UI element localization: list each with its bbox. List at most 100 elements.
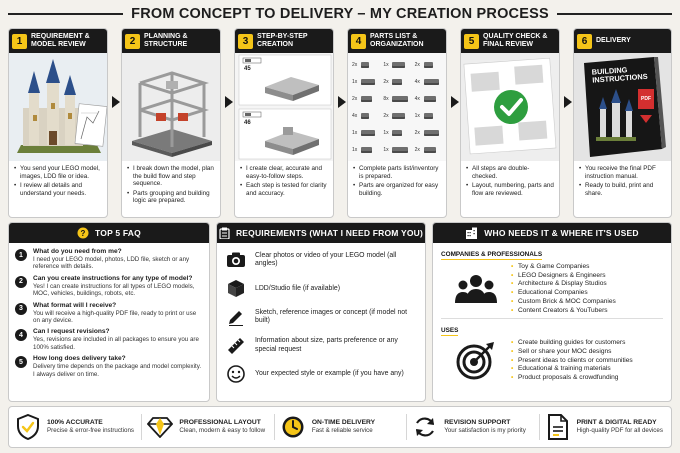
part-quantity: 2x: [414, 61, 420, 68]
feature-title: 100% ACCURATE: [47, 419, 103, 427]
uses-label: USES: [441, 327, 459, 337]
feature-item: ON-TIME DELIVERY Fast & reliable service: [273, 407, 406, 447]
company-item: Architecture & Display Studios: [511, 280, 616, 289]
step-2-card: 2 PLANNING & STRUCTURE I brea: [121, 28, 221, 218]
step-6-title: DELIVERY: [596, 37, 631, 44]
faq-answer: Delivery time depends on the package and…: [33, 363, 202, 378]
step-5-number: 5: [464, 33, 479, 49]
use-item: Product proposals & crowdfunding: [511, 374, 633, 383]
part-entry: 4x: [352, 108, 381, 124]
step-1-image: [9, 53, 107, 161]
arrow-right-icon: [338, 96, 346, 108]
part-quantity: 1x: [352, 78, 358, 85]
part-entry: 2x: [415, 125, 444, 141]
people-group-icon: [441, 273, 511, 305]
part-quantity: 1x: [414, 112, 420, 119]
title-rule-left: [8, 13, 124, 15]
feature-item: PROFESSIONAL LAYOUT Clean, modern & easy…: [141, 407, 273, 447]
question-icon: ?: [77, 227, 89, 239]
feature-subtitle: Fast & reliable service: [311, 427, 373, 435]
brick-icon: [423, 61, 433, 68]
step-1-card: 1 REQUIREMENT & MODEL REVIEW: [8, 28, 108, 218]
part-quantity: 8x: [383, 95, 389, 102]
brick-icon: [423, 129, 439, 136]
brick-icon: [392, 78, 403, 85]
part-quantity: 1x: [352, 129, 358, 136]
company-item: Custom Brick & MOC Companies: [511, 298, 616, 307]
requirements-panel: REQUIREMENTS (WHAT I NEED FROM YOU) Clea…: [216, 222, 426, 402]
faq-number: 4: [15, 329, 27, 342]
step-2-header: 2 PLANNING & STRUCTURE: [122, 29, 220, 53]
step-4-bullet: Complete parts list/inventory is prepare…: [353, 165, 441, 180]
faq-title: TOP 5 FAQ: [95, 228, 141, 238]
clock-icon: [280, 414, 306, 440]
brick-icon: [361, 129, 375, 136]
companies-label: COMPANIES & PROFESSIONALS: [441, 251, 543, 260]
who-header: WHO NEEDS IT & WHERE IT'S USED: [433, 223, 671, 243]
feature-title: PRINT & DIGITAL READY: [576, 419, 657, 427]
faq-header: ? TOP 5 FAQ: [9, 223, 209, 243]
requirement-item: Information about size, parts preference…: [217, 332, 425, 361]
faq-answer: I need your LEGO model, photos, LDD file…: [33, 256, 190, 271]
step-2-bullet: Parts grouping and building logic are pr…: [127, 190, 215, 205]
faq-item: 4 Can I request revisions? Yes, revision…: [9, 328, 209, 351]
step-6-bullet: Ready to build, print and share.: [579, 182, 666, 197]
arrow-right-icon: [564, 96, 572, 108]
faq-question: Can you create instructions for any type…: [33, 274, 193, 282]
faq-item: 5 How long does delivery take? Delivery …: [9, 355, 209, 378]
brick-icon: [392, 112, 406, 119]
faq-item: 2 Can you create instructions for any ty…: [9, 275, 209, 298]
part-quantity: 2x: [352, 61, 358, 68]
part-entry: 2x: [383, 74, 412, 90]
part-entry: 2x: [352, 57, 381, 73]
requirement-text: Information about size, parts preference…: [255, 337, 398, 353]
part-quantity: 4x: [414, 95, 420, 102]
pencil-icon: [225, 307, 247, 327]
use-item: Educational & training materials: [511, 365, 633, 374]
uses-section: USES Create building guides for customer…: [433, 319, 671, 383]
features-footer: 100% ACCURATE Precise & error-free instr…: [8, 406, 672, 448]
step-5-card: 5 QUALITY CHECK & FINAL REVIEW All steps…: [460, 28, 560, 218]
step-1-bullet: You send your LEGO model, images, LDD fi…: [14, 165, 102, 180]
requirements-header: REQUIREMENTS (WHAT I NEED FROM YOU): [217, 223, 425, 243]
part-entry: 1x: [352, 125, 381, 141]
pdf-badge: PDF: [641, 96, 651, 102]
part-entry: 8x: [383, 91, 412, 107]
arrow-right-icon: [451, 96, 459, 108]
cube-icon: [225, 279, 247, 299]
quality-check-icon: [461, 53, 559, 161]
step-2-number: 2: [125, 33, 140, 49]
diamond-icon: [147, 414, 174, 440]
step-3-label: 45: [244, 66, 251, 72]
faq-question: How long does delivery take?: [33, 355, 126, 363]
step-6-image: BUILDING INSTRUCTIONS PDF: [574, 53, 671, 161]
company-item: Toy & Game Companies: [511, 263, 616, 272]
part-entry: 2x: [415, 142, 444, 158]
requirement-text: Clear photos or video of your LEGO model…: [255, 251, 397, 268]
refresh-icon: [412, 414, 438, 440]
part-quantity: 1x: [352, 146, 358, 153]
instruction-pages-icon: [235, 53, 333, 161]
brick-icon: [361, 78, 375, 85]
faq-answer: You will receive a high-quality PDF file…: [33, 309, 197, 325]
who-title: WHO NEEDS IT & WHERE IT'S USED: [484, 228, 639, 238]
part-entry: 1x: [383, 57, 412, 73]
who-needs-panel: WHO NEEDS IT & WHERE IT'S USED COMPANIES…: [432, 222, 672, 402]
part-entry: 1x: [383, 125, 412, 141]
use-item: Present ideas to clients or communities: [511, 357, 633, 366]
use-item: Sell or share your MOC designs: [511, 348, 633, 357]
page-title: FROM CONCEPT TO DELIVERY – MY CREATION P…: [131, 6, 549, 22]
company-item: LEGO Designers & Engineers: [511, 272, 616, 281]
faq-number: 2: [15, 275, 27, 288]
part-entry: 1x: [383, 142, 412, 158]
feature-item: REVISION SUPPORT Your satisfaction is my…: [406, 407, 538, 447]
faq-number: 3: [15, 302, 27, 315]
company-item: Educational Companies: [511, 289, 616, 298]
faq-item: 3 What format will I receive? You will r…: [9, 302, 209, 325]
step-2-image: [122, 53, 220, 161]
step-1-header: 1 REQUIREMENT & MODEL REVIEW: [9, 29, 107, 53]
step-5-header: 5 QUALITY CHECK & FINAL REVIEW: [461, 29, 559, 53]
part-quantity: 2x: [383, 112, 389, 119]
section-divider: [441, 318, 663, 320]
feature-item: 100% ACCURATE Precise & error-free instr…: [9, 407, 141, 447]
